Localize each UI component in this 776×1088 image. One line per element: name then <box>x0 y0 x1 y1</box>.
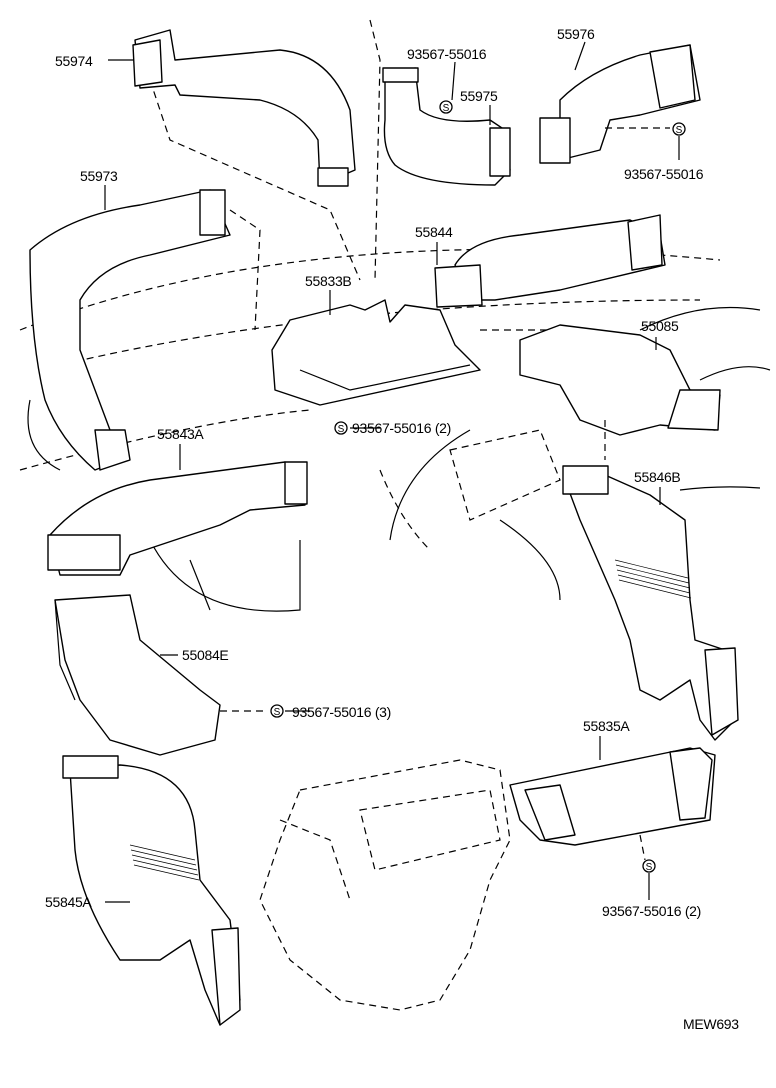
part-55973-duct <box>29 189 231 471</box>
figure-code: MEW693 <box>683 1016 739 1032</box>
part-55085-duct <box>519 324 721 436</box>
screw-icon: S <box>672 122 686 136</box>
part-55845A-duct <box>62 755 241 1026</box>
part-55835A-duct <box>509 747 716 846</box>
callout-55974: 55974 <box>55 53 93 69</box>
callout-93567-55016: 93567-55016 <box>624 166 704 182</box>
part-55084E-duct <box>54 594 221 756</box>
callout-55975: 55975 <box>460 88 498 104</box>
callout-55835A: 55835A <box>583 718 630 734</box>
leader-lines <box>104 41 680 903</box>
svg-text:S: S <box>274 707 281 718</box>
callout-55976: 55976 <box>557 26 595 42</box>
heater-unit-outline <box>259 759 511 1011</box>
callout-93567-55016-2: 93567-55016 (2) <box>602 903 701 919</box>
svg-text:S: S <box>338 424 345 435</box>
screw-icon: S <box>270 704 284 718</box>
callout-55085: 55085 <box>641 318 679 334</box>
callout-55845A: 55845A <box>45 894 92 910</box>
part-55976-duct <box>539 44 701 164</box>
svg-text:S: S <box>676 125 683 136</box>
screw-icon: S <box>642 859 656 873</box>
callout-55844: 55844 <box>415 224 453 240</box>
callout-93567-55016: 93567-55016 <box>407 46 487 62</box>
part-55833B-duct <box>271 299 481 406</box>
part-55843A-duct <box>47 461 308 576</box>
svg-text:S: S <box>443 103 450 114</box>
part-55844-duct <box>434 214 666 308</box>
screw-icon: S <box>334 421 348 435</box>
part-55974-duct <box>132 29 356 187</box>
callout-55843A: 55843A <box>157 426 204 442</box>
callout-93567-55016-3: 93567-55016 (3) <box>292 704 391 720</box>
part-55975-duct <box>382 67 511 186</box>
callout-93567-55016-2: 93567-55016 (2) <box>352 420 451 436</box>
svg-text:S: S <box>646 862 653 873</box>
screw-icon: S <box>439 100 453 114</box>
callout-55973: 55973 <box>80 168 118 184</box>
part-55846B-duct <box>562 465 739 741</box>
callout-55846B: 55846B <box>634 469 680 485</box>
callout-55833B: 55833B <box>305 273 351 289</box>
callout-55084E: 55084E <box>182 647 228 663</box>
